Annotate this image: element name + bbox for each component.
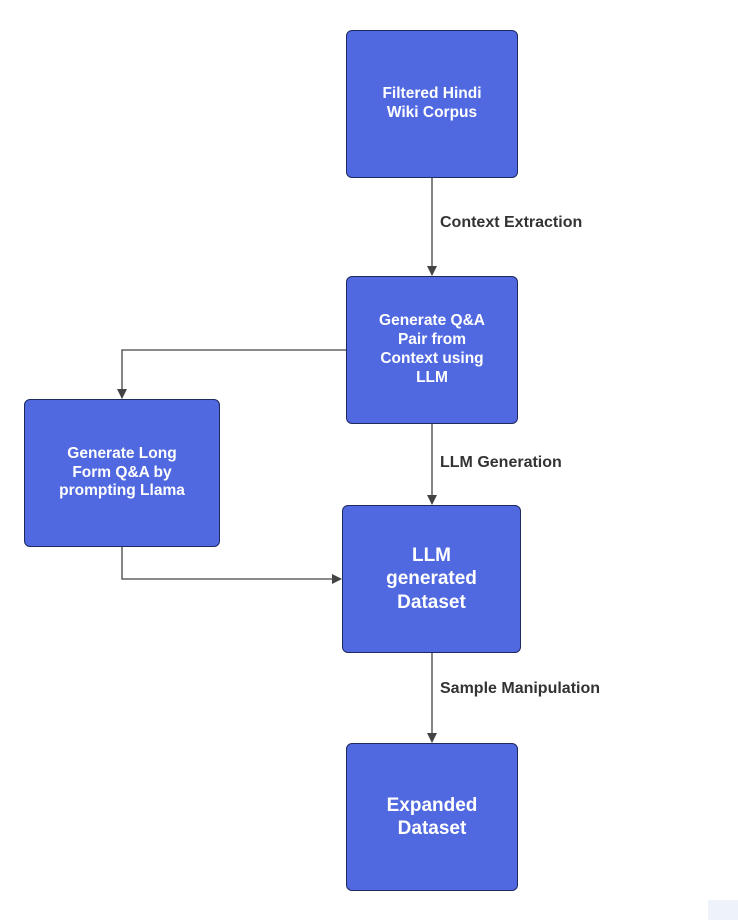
node-generate-qa-pair: Generate Q&A Pair from Context using LLM xyxy=(346,276,518,424)
edge-label-llm-generation: LLM Generation xyxy=(440,454,562,471)
node-llm-generated-dataset: LLM generated Dataset xyxy=(342,505,521,653)
node-expanded-dataset: Expanded Dataset xyxy=(346,743,518,891)
corner-decoration xyxy=(708,900,738,920)
node-generate-long-form-qa: Generate Long Form Q&A by prompting Llam… xyxy=(24,399,220,547)
edge-label-sample-manipulation: Sample Manipulation xyxy=(440,680,601,697)
edge-long-form-to-llm-dataset xyxy=(121,547,342,584)
edge-label-context-extraction: Context Extraction xyxy=(440,214,583,231)
edge-qa-to-long-form xyxy=(117,349,346,399)
node-filtered-hindi-wiki-corpus: Filtered Hindi Wiki Corpus xyxy=(346,30,518,178)
